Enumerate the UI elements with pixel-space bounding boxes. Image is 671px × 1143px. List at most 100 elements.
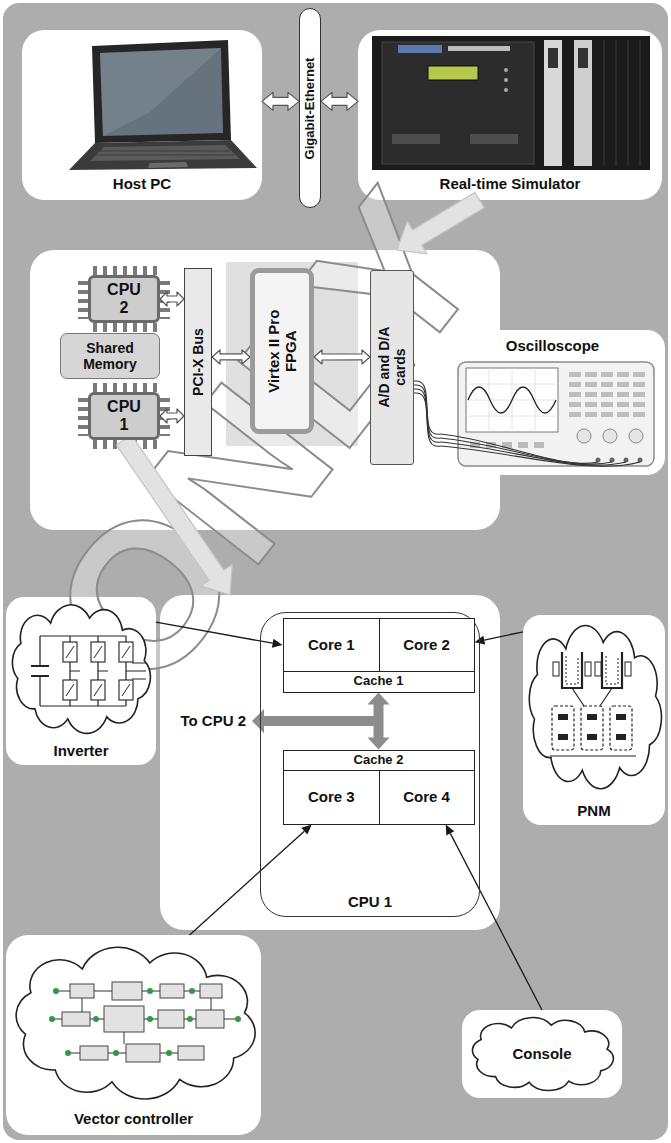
arrow-shape xyxy=(262,92,299,110)
connector xyxy=(475,632,524,645)
console-cloud xyxy=(472,1018,613,1091)
pnm-circuit xyxy=(550,755,636,756)
arrow-shape xyxy=(321,92,358,110)
simulator-photo xyxy=(578,48,588,68)
network-link: Gigabit-Ethernet xyxy=(299,8,321,208)
pnm-circuit xyxy=(552,706,574,750)
computer-panel: Host PC xyxy=(22,30,262,200)
arrow-shape xyxy=(212,350,250,364)
pnm-panel: PNM xyxy=(523,615,665,825)
node-label: Shared Memory xyxy=(63,340,157,372)
probe-wire xyxy=(440,442,626,465)
arrowhead xyxy=(272,639,283,648)
simulator-photo xyxy=(392,134,440,144)
controller-panel: Vector controller xyxy=(6,935,261,1135)
pnm-circuit xyxy=(553,662,559,676)
white-panel xyxy=(22,30,262,200)
connector xyxy=(262,92,299,110)
connector-line xyxy=(450,833,542,1010)
pnm-circuit xyxy=(529,626,661,789)
node-label: Host PC xyxy=(113,175,171,192)
node-label: A/D and D/A cards xyxy=(376,318,408,418)
controller-diagram xyxy=(16,947,255,1099)
inverter-circuit xyxy=(31,666,49,676)
inverter-circuit xyxy=(40,636,126,706)
pnm-circuit xyxy=(585,662,591,676)
pnm-circuit xyxy=(625,662,631,676)
console-panel: Console xyxy=(462,1010,622,1098)
chip-pins xyxy=(78,279,88,319)
core-box: Core 2 xyxy=(379,618,475,673)
laptop-illustration xyxy=(148,162,188,168)
node-label: Virtex II Pro FPGA xyxy=(265,296,300,406)
memory-box: Shared Memory xyxy=(60,333,160,379)
laptop-illustration xyxy=(69,140,257,170)
simulator-photo xyxy=(504,78,508,82)
chip-pins xyxy=(78,396,88,436)
controller-diagram xyxy=(65,1050,71,1056)
controller-diagram xyxy=(62,982,224,1062)
oscilloscope-drawing xyxy=(534,442,544,448)
arrow-shape xyxy=(117,435,233,595)
connector xyxy=(190,825,312,936)
oscilloscope-drawing xyxy=(577,429,591,443)
simulator-photo xyxy=(372,36,650,170)
simulator-photo xyxy=(548,48,558,68)
white-panel xyxy=(358,30,662,200)
oscilloscope-drawing xyxy=(468,387,556,413)
arrow-shape xyxy=(397,192,485,254)
simulator-photo xyxy=(398,45,442,53)
node-label: Inverter xyxy=(53,742,108,759)
simulator-photo xyxy=(604,40,640,166)
laptop-illustration xyxy=(92,40,231,143)
pnm-circuit xyxy=(562,652,622,688)
white-panel xyxy=(30,250,500,530)
node-label: Core 4 xyxy=(403,788,450,805)
bus-bar: PCI-X Bus xyxy=(184,268,212,456)
controller-diagram xyxy=(62,1012,90,1026)
node-label: Core 2 xyxy=(403,636,450,653)
oscilloscope-drawing xyxy=(518,442,528,448)
controller-diagram xyxy=(16,947,255,1099)
connector xyxy=(414,381,440,446)
oscilloscope-drawing xyxy=(458,362,654,466)
controller-diagram xyxy=(178,1046,204,1060)
pnm-circuit xyxy=(581,706,603,750)
simulator-photo xyxy=(428,66,478,80)
pnm-circuit xyxy=(529,626,661,789)
connector xyxy=(160,292,184,306)
white-panel xyxy=(6,597,156,765)
controller-diagram xyxy=(112,982,142,1000)
controller-diagram xyxy=(49,1016,55,1022)
controller-diagram xyxy=(104,1006,144,1032)
oscilloscope-drawing xyxy=(568,370,648,420)
inverter-circuit xyxy=(31,636,146,706)
controller-diagram xyxy=(235,1016,241,1022)
white-panel xyxy=(6,30,665,1135)
cache-bar: Cache 1 xyxy=(283,671,475,693)
pnm-circuit xyxy=(553,662,631,676)
cache-bar: Cache 2 xyxy=(283,750,475,772)
simulator-photo xyxy=(470,134,518,144)
controller-diagram xyxy=(126,1044,160,1062)
arrow-shape xyxy=(160,409,184,423)
controller-diagram xyxy=(147,988,153,994)
cpu-chip: CPU 1 xyxy=(88,392,160,440)
processor-panel: Core 1Core 2Cache 1Cache 2Core 3Core 4CP… xyxy=(160,595,500,930)
pnm-circuit xyxy=(550,652,636,756)
laptop-illustration xyxy=(69,40,257,170)
node-label: CPU 2 xyxy=(103,281,145,318)
white-panel xyxy=(462,1010,622,1098)
inverter-circuit xyxy=(63,642,133,700)
connector xyxy=(160,409,184,423)
io-card: A/D and D/A cards xyxy=(370,270,414,465)
oscilloscope-drawing xyxy=(624,458,629,463)
ground-panel xyxy=(3,3,668,1140)
inverter-circuit xyxy=(12,605,150,734)
connector-line xyxy=(156,622,273,643)
chip-pins xyxy=(92,383,158,392)
node-label: CPU 1 xyxy=(348,893,392,910)
cpu-package: Core 1Core 2Cache 1Cache 2Core 3Core 4CP… xyxy=(260,612,480,917)
